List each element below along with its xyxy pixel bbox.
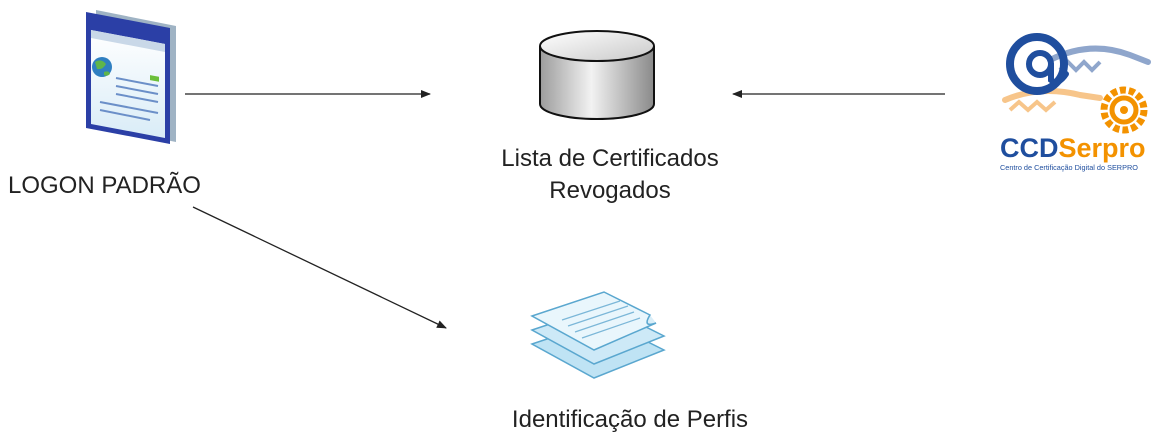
crl-label-line2: Revogados [549, 177, 671, 204]
ccdserpro-logo: CCDSerpro Centro de Certificação Digital… [1000, 33, 1151, 172]
logo-serpro-text: Serpro [1059, 133, 1146, 163]
logon-padrao-label: LOGON PADRÃO [8, 172, 201, 199]
logo-ccd-text: CCD [1000, 133, 1059, 163]
database-cylinder-icon [539, 30, 655, 120]
stacked-documents-icon [530, 291, 666, 379]
crl-label-line1: Lista de Certificados [501, 145, 719, 172]
crl-label: Lista de Certificados Revogados [440, 143, 780, 207]
svg-text:CCDSerpro: CCDSerpro [1000, 133, 1146, 163]
arrow-logon-to-profiles [192, 206, 447, 329]
logo-tagline: Centro de Certificação Digital do SERPRO [1000, 163, 1138, 172]
profiles-label: Identificação de Perfis [511, 406, 749, 433]
browser-window-icon [86, 10, 176, 144]
